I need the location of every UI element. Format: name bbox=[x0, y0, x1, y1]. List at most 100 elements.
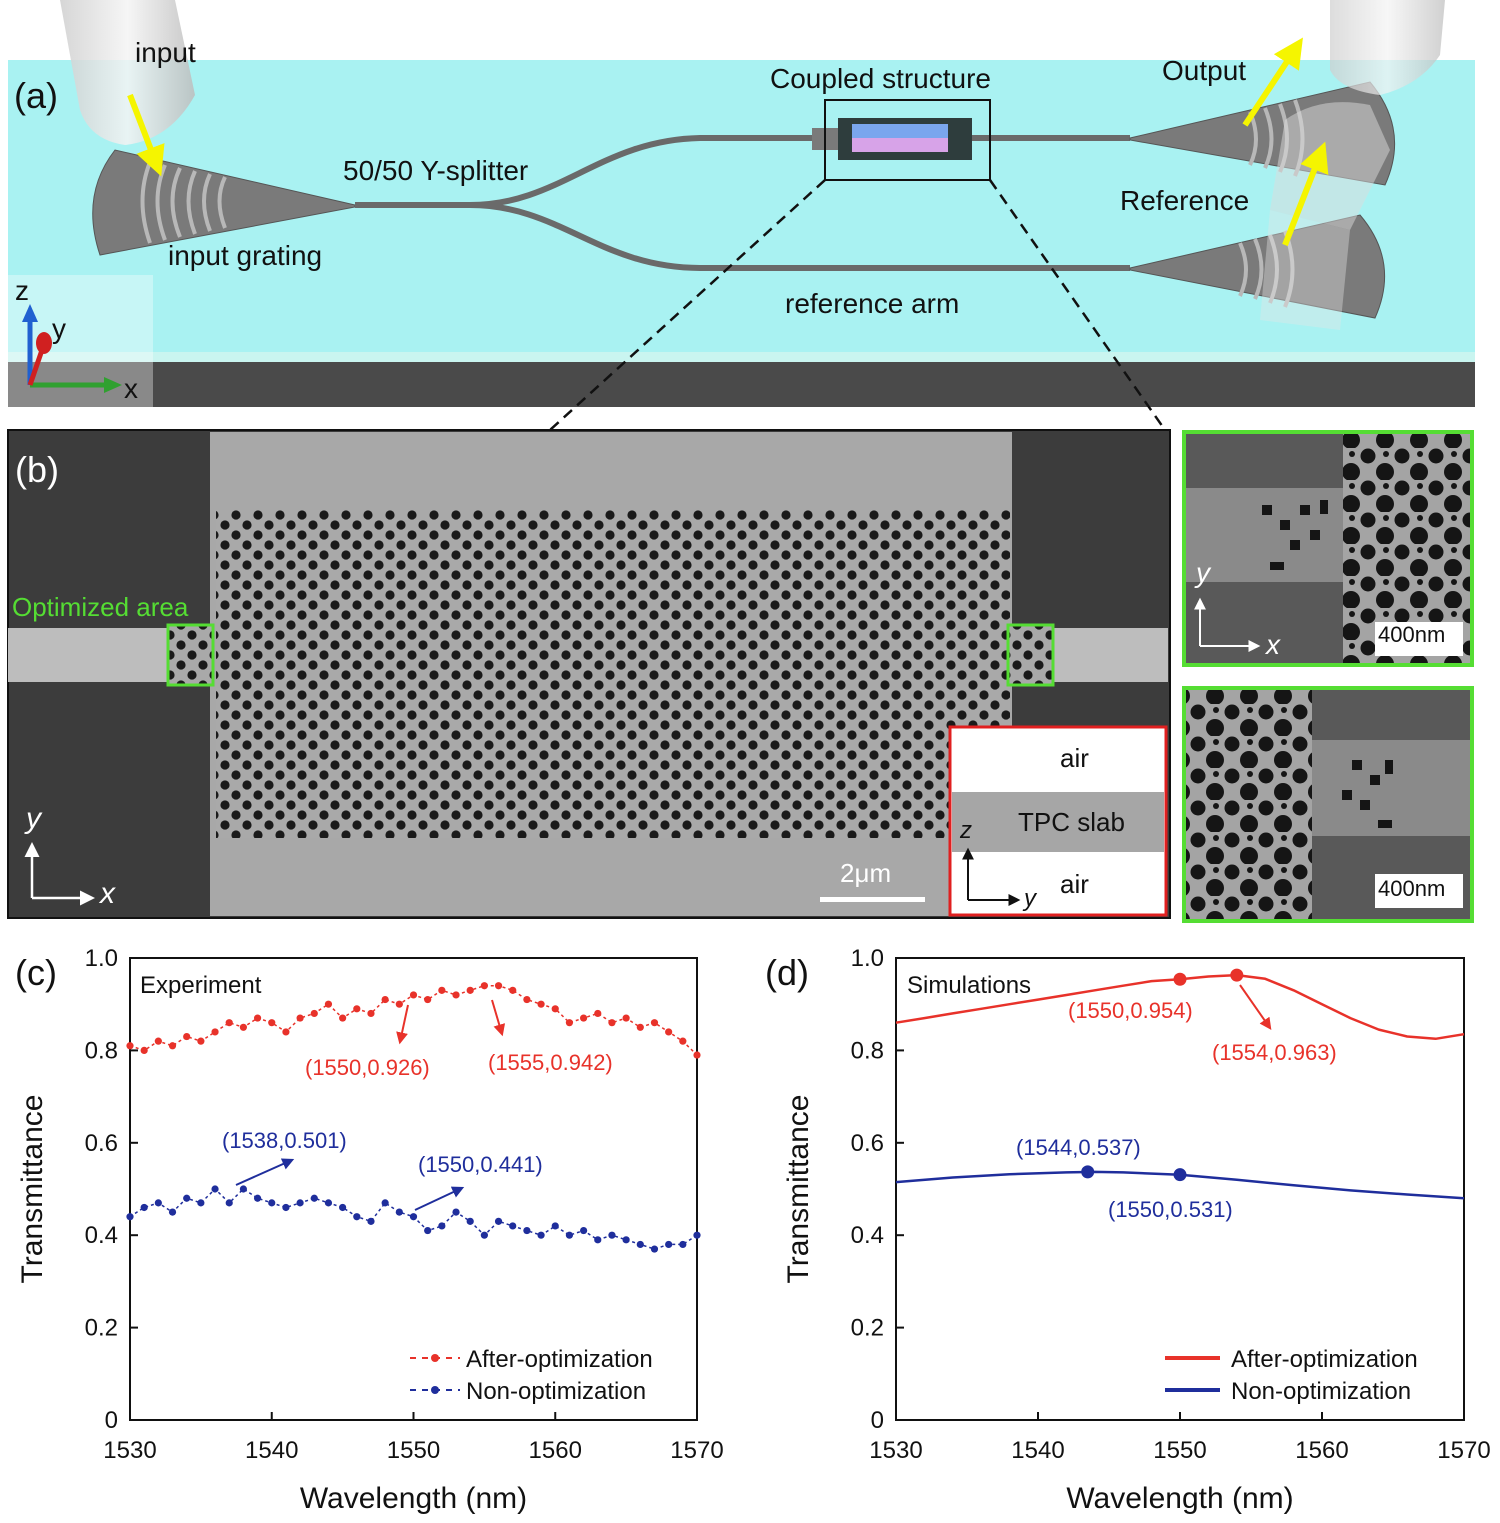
y-tick-label: 0.4 bbox=[85, 1222, 118, 1249]
legend-label: Non-optimization bbox=[1231, 1378, 1411, 1405]
data-point bbox=[140, 1046, 148, 1054]
zoom-top-scale: 400nm bbox=[1378, 622, 1445, 647]
y-tick-label: 0.8 bbox=[85, 1037, 118, 1064]
legend-marker bbox=[431, 1354, 439, 1362]
annotation-label: (1538,0.501) bbox=[222, 1128, 347, 1153]
data-point bbox=[580, 1014, 588, 1022]
x-tick-label: 1560 bbox=[1295, 1437, 1348, 1464]
data-point bbox=[537, 1000, 545, 1008]
panel-label: (c) bbox=[15, 952, 57, 993]
data-point bbox=[282, 1203, 290, 1212]
data-point bbox=[622, 1236, 630, 1244]
data-point bbox=[239, 1023, 247, 1031]
panel-b-label: (b) bbox=[15, 449, 59, 490]
data-point bbox=[381, 1199, 389, 1207]
annotation-arrow bbox=[396, 1004, 409, 1045]
legend-marker bbox=[431, 1386, 439, 1394]
axis-x-label-b: x bbox=[98, 877, 116, 910]
data-point bbox=[353, 1005, 361, 1013]
optimized-area-label: Optimized area bbox=[12, 592, 189, 622]
data-point bbox=[693, 1051, 701, 1059]
y-tick-label: 0.2 bbox=[851, 1315, 884, 1342]
reference-grating bbox=[1129, 214, 1386, 319]
substrate-layer bbox=[8, 362, 1475, 407]
y-tick-label: 1.0 bbox=[851, 945, 884, 972]
y-tick-label: 0.6 bbox=[85, 1130, 118, 1157]
annotation-label: (1544,0.537) bbox=[1016, 1135, 1141, 1160]
data-point bbox=[339, 1203, 347, 1212]
data-point bbox=[353, 1213, 361, 1221]
y-tick-label: 0 bbox=[105, 1407, 118, 1434]
marker-point bbox=[1173, 1168, 1187, 1182]
series-non-optimization bbox=[895, 1165, 1465, 1200]
marker-point bbox=[1081, 1165, 1095, 1179]
series-non-optimization bbox=[126, 1185, 701, 1253]
data-point bbox=[466, 1217, 474, 1225]
data-point bbox=[296, 1014, 304, 1022]
data-point bbox=[594, 1236, 602, 1244]
chart-title: Simulations bbox=[907, 972, 1031, 999]
data-point bbox=[494, 1217, 503, 1225]
data-point bbox=[679, 1240, 687, 1249]
zoom-top bbox=[1182, 430, 1474, 667]
annotation-label: (1550,0.954) bbox=[1068, 998, 1193, 1023]
series-line bbox=[895, 1170, 1465, 1200]
zoom-line-right bbox=[988, 179, 1167, 431]
reference-label: Reference bbox=[1120, 185, 1249, 216]
data-point bbox=[665, 1240, 673, 1249]
data-point bbox=[665, 1028, 673, 1036]
marker-point bbox=[1173, 972, 1187, 986]
annotation-label: (1550,0.926) bbox=[305, 1055, 430, 1080]
data-point bbox=[197, 1199, 205, 1207]
data-point bbox=[140, 1203, 148, 1212]
data-point bbox=[608, 1231, 616, 1239]
x-tick-label: 1570 bbox=[670, 1437, 723, 1464]
zoom-line-left bbox=[549, 179, 826, 431]
data-point bbox=[693, 1231, 701, 1239]
data-point bbox=[480, 982, 488, 990]
series-after-optimization bbox=[895, 968, 1465, 1041]
data-point bbox=[438, 986, 446, 994]
axes-indicator-b bbox=[24, 842, 95, 906]
x-tick-label: 1540 bbox=[1011, 1437, 1064, 1464]
data-point bbox=[310, 1009, 318, 1018]
cladding-edge bbox=[8, 352, 1475, 362]
input-label: input bbox=[135, 37, 196, 68]
data-point bbox=[339, 1014, 347, 1022]
data-point bbox=[622, 1014, 630, 1022]
data-point bbox=[310, 1194, 318, 1202]
zoom-top-axis-x: x bbox=[1264, 629, 1281, 660]
data-point bbox=[395, 1208, 403, 1216]
coupled-structure-label: Coupled structure bbox=[770, 63, 991, 94]
data-point bbox=[225, 1199, 233, 1207]
data-point bbox=[126, 1213, 134, 1221]
y-tick-label: 0 bbox=[871, 1407, 884, 1434]
axis-y-label: y bbox=[52, 313, 66, 344]
annotation-label: (1550,0.531) bbox=[1108, 1197, 1233, 1222]
data-point bbox=[296, 1199, 304, 1207]
data-point bbox=[424, 1226, 432, 1235]
zoom-top-axis-y: y bbox=[1194, 557, 1212, 588]
output-label: Output bbox=[1162, 55, 1246, 86]
x-axis-title: Wavelength (nm) bbox=[300, 1482, 527, 1515]
y-tick-label: 0.6 bbox=[851, 1130, 884, 1157]
data-point bbox=[466, 986, 474, 994]
data-point bbox=[452, 1208, 460, 1216]
x-tick-label: 1530 bbox=[869, 1437, 922, 1464]
data-point bbox=[494, 982, 503, 990]
splitter-label: 50/50 Y-splitter bbox=[343, 155, 528, 186]
data-point bbox=[650, 1019, 659, 1027]
data-point bbox=[268, 1019, 276, 1027]
data-point bbox=[168, 1208, 177, 1216]
legend-label: After-optimization bbox=[466, 1346, 653, 1373]
data-point bbox=[679, 1037, 687, 1045]
optimized-area-left bbox=[166, 623, 215, 687]
data-point bbox=[324, 1000, 333, 1008]
zoom-bottom-scale: 400nm bbox=[1378, 876, 1445, 901]
axis-z-label: z bbox=[15, 275, 29, 306]
scale-bar bbox=[820, 897, 925, 902]
y-tick-label: 0.4 bbox=[851, 1222, 884, 1249]
